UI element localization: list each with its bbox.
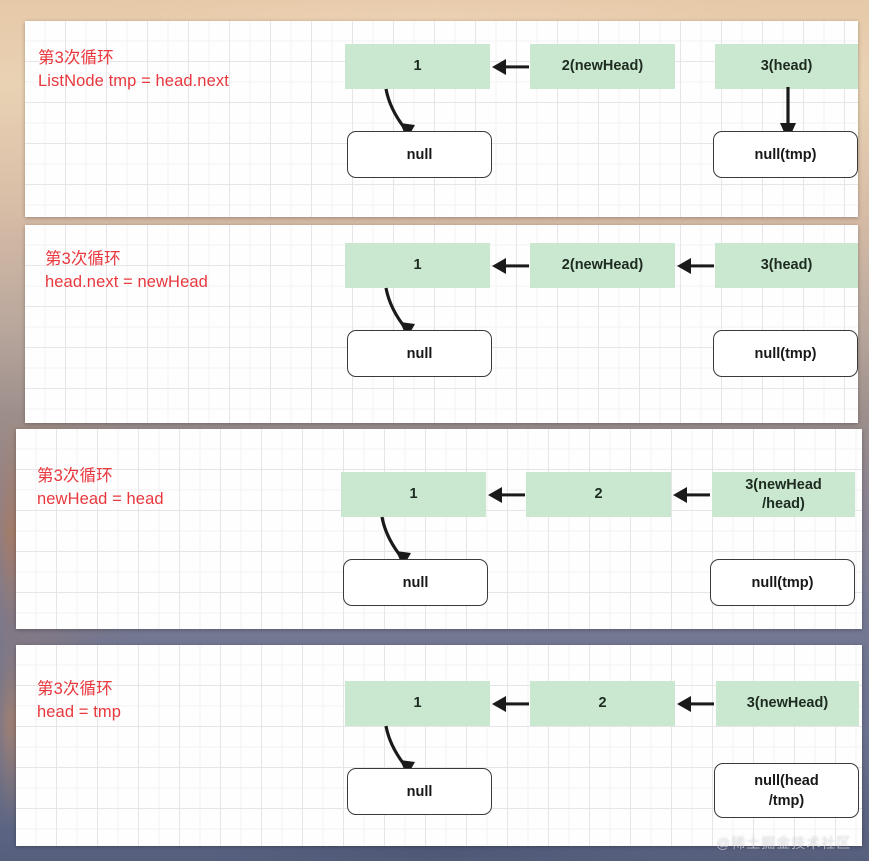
arrow-node2-to-node1 — [492, 253, 529, 279]
null-box-left: null — [347, 330, 492, 377]
arrowhead-left-icon — [673, 487, 687, 503]
arrow-node3-to-node2 — [673, 482, 710, 508]
list-node-3: 3(newHead /head) — [712, 472, 855, 517]
list-node-3: 3(head) — [715, 44, 858, 89]
panel-iteration-step-4: 第3次循环 head = tmp 1 2 3(newHead) null null… — [16, 645, 862, 846]
panel-iteration-step-1: 第3次循环 ListNode tmp = head.next 1 2(newHea… — [25, 21, 858, 217]
panel-iteration-step-3: 第3次循环 newHead = head 1 2 3(newHead /head)… — [16, 429, 862, 629]
null-box-right: null(tmp) — [713, 330, 858, 377]
arrowhead-left-icon — [677, 258, 691, 274]
arrowhead-left-icon — [677, 696, 691, 712]
arrow-shaft — [503, 65, 529, 69]
arrow-shaft — [684, 493, 710, 497]
null-box-left: null — [343, 559, 488, 606]
null-box-right: null(head /tmp) — [714, 763, 859, 818]
arrow-shaft — [688, 702, 714, 706]
list-node-1: 1 — [345, 681, 490, 726]
arrow-node3-to-node2 — [677, 691, 714, 717]
list-node-1: 1 — [345, 243, 490, 288]
caption-line-1: 第3次循环 — [37, 680, 113, 698]
caption-line-2: head.next = newHead — [45, 273, 208, 291]
caption-line-1: 第3次循环 — [45, 250, 121, 268]
list-node-1: 1 — [345, 44, 490, 89]
list-node-2: 2 — [530, 681, 675, 726]
arrow-node3-to-node2 — [677, 253, 714, 279]
caption-line-2: newHead = head — [37, 490, 164, 508]
panel-1-caption: 第3次循环 ListNode tmp = head.next — [38, 47, 229, 93]
arrow-node2-to-node1 — [492, 691, 529, 717]
arrow-shaft — [503, 264, 529, 268]
null-box-left: null — [347, 768, 492, 815]
null-box-right: null(tmp) — [713, 131, 858, 178]
arrowhead-left-icon — [488, 487, 502, 503]
caption-line-2: ListNode tmp = head.next — [38, 72, 229, 90]
caption-line-1: 第3次循环 — [37, 467, 113, 485]
arrow-node2-to-node1 — [488, 482, 525, 508]
watermark: @稀土掘金技术社区 — [716, 835, 852, 851]
null-box-left: null — [347, 131, 492, 178]
arrowhead-left-icon — [492, 59, 506, 75]
arrow-shaft — [688, 264, 714, 268]
panel-iteration-step-2: 第3次循环 head.next = newHead 1 2(newHead) 3(… — [25, 225, 858, 423]
list-node-2: 2(newHead) — [530, 243, 675, 288]
caption-line-2: head = tmp — [37, 703, 122, 721]
list-node-2: 2(newHead) — [530, 44, 675, 89]
arrowhead-left-icon — [492, 696, 506, 712]
arrow-shaft — [503, 702, 529, 706]
arrow-shaft — [499, 493, 525, 497]
list-node-1: 1 — [341, 472, 486, 517]
arrowhead-left-icon — [492, 258, 506, 274]
panel-2-caption: 第3次循环 head.next = newHead — [45, 248, 208, 294]
arrow-node2-to-node1 — [492, 54, 529, 80]
null-box-right: null(tmp) — [710, 559, 855, 606]
list-node-3: 3(head) — [715, 243, 858, 288]
panel-3-caption: 第3次循环 newHead = head — [37, 465, 164, 511]
list-node-2: 2 — [526, 472, 671, 517]
caption-line-1: 第3次循环 — [38, 49, 114, 67]
list-node-3: 3(newHead) — [716, 681, 859, 726]
panel-4-caption: 第3次循环 head = tmp — [37, 678, 121, 724]
